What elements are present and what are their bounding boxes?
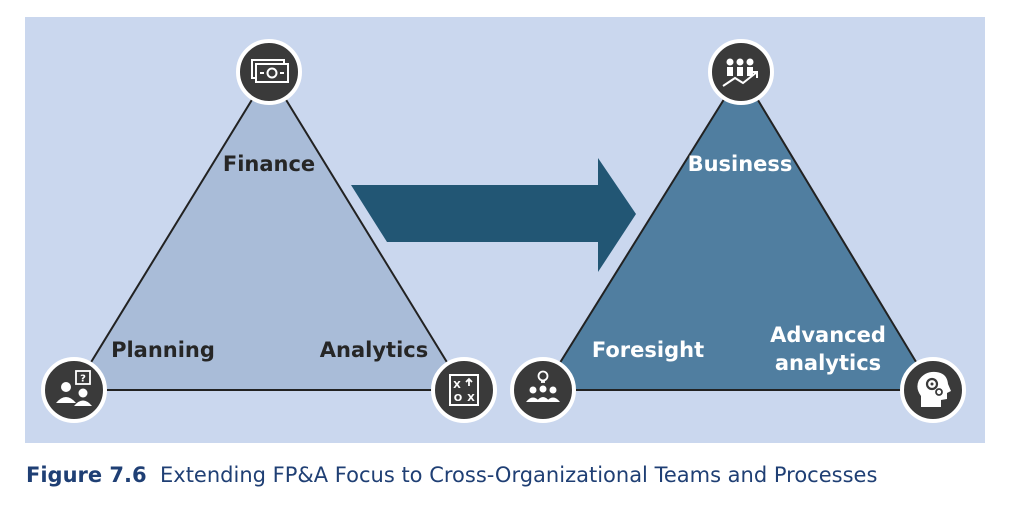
strategy-board-icon: X O X <box>431 357 497 423</box>
figure-number: Figure 7.6 <box>26 463 147 487</box>
svg-text:X: X <box>453 380 461 391</box>
svg-text:O: O <box>454 393 463 404</box>
left-triangle <box>72 70 466 391</box>
svg-text:?: ? <box>80 374 86 385</box>
figure-caption-text: Extending FP&A Focus to Cross-Organizati… <box>160 463 878 487</box>
label-business: Business <box>688 152 793 176</box>
label-planning: Planning <box>111 338 215 362</box>
label-analytics-advanced: analytics <box>775 351 881 375</box>
label-analytics: Analytics <box>320 338 428 362</box>
head-gears-icon <box>900 357 966 423</box>
svg-text:X: X <box>467 393 475 404</box>
figure-caption: Figure 7.6 Extending FP&A Focus to Cross… <box>26 463 996 487</box>
transition-arrow <box>351 158 636 272</box>
people-question-icon: ? <box>41 357 107 423</box>
team-idea-icon <box>510 357 576 423</box>
money-icon <box>236 39 302 105</box>
label-finance: Finance <box>223 152 315 176</box>
label-advanced: Advanced <box>770 323 886 347</box>
right-triangle <box>541 70 935 391</box>
team-growth-icon <box>708 39 774 105</box>
label-foresight: Foresight <box>592 338 704 362</box>
